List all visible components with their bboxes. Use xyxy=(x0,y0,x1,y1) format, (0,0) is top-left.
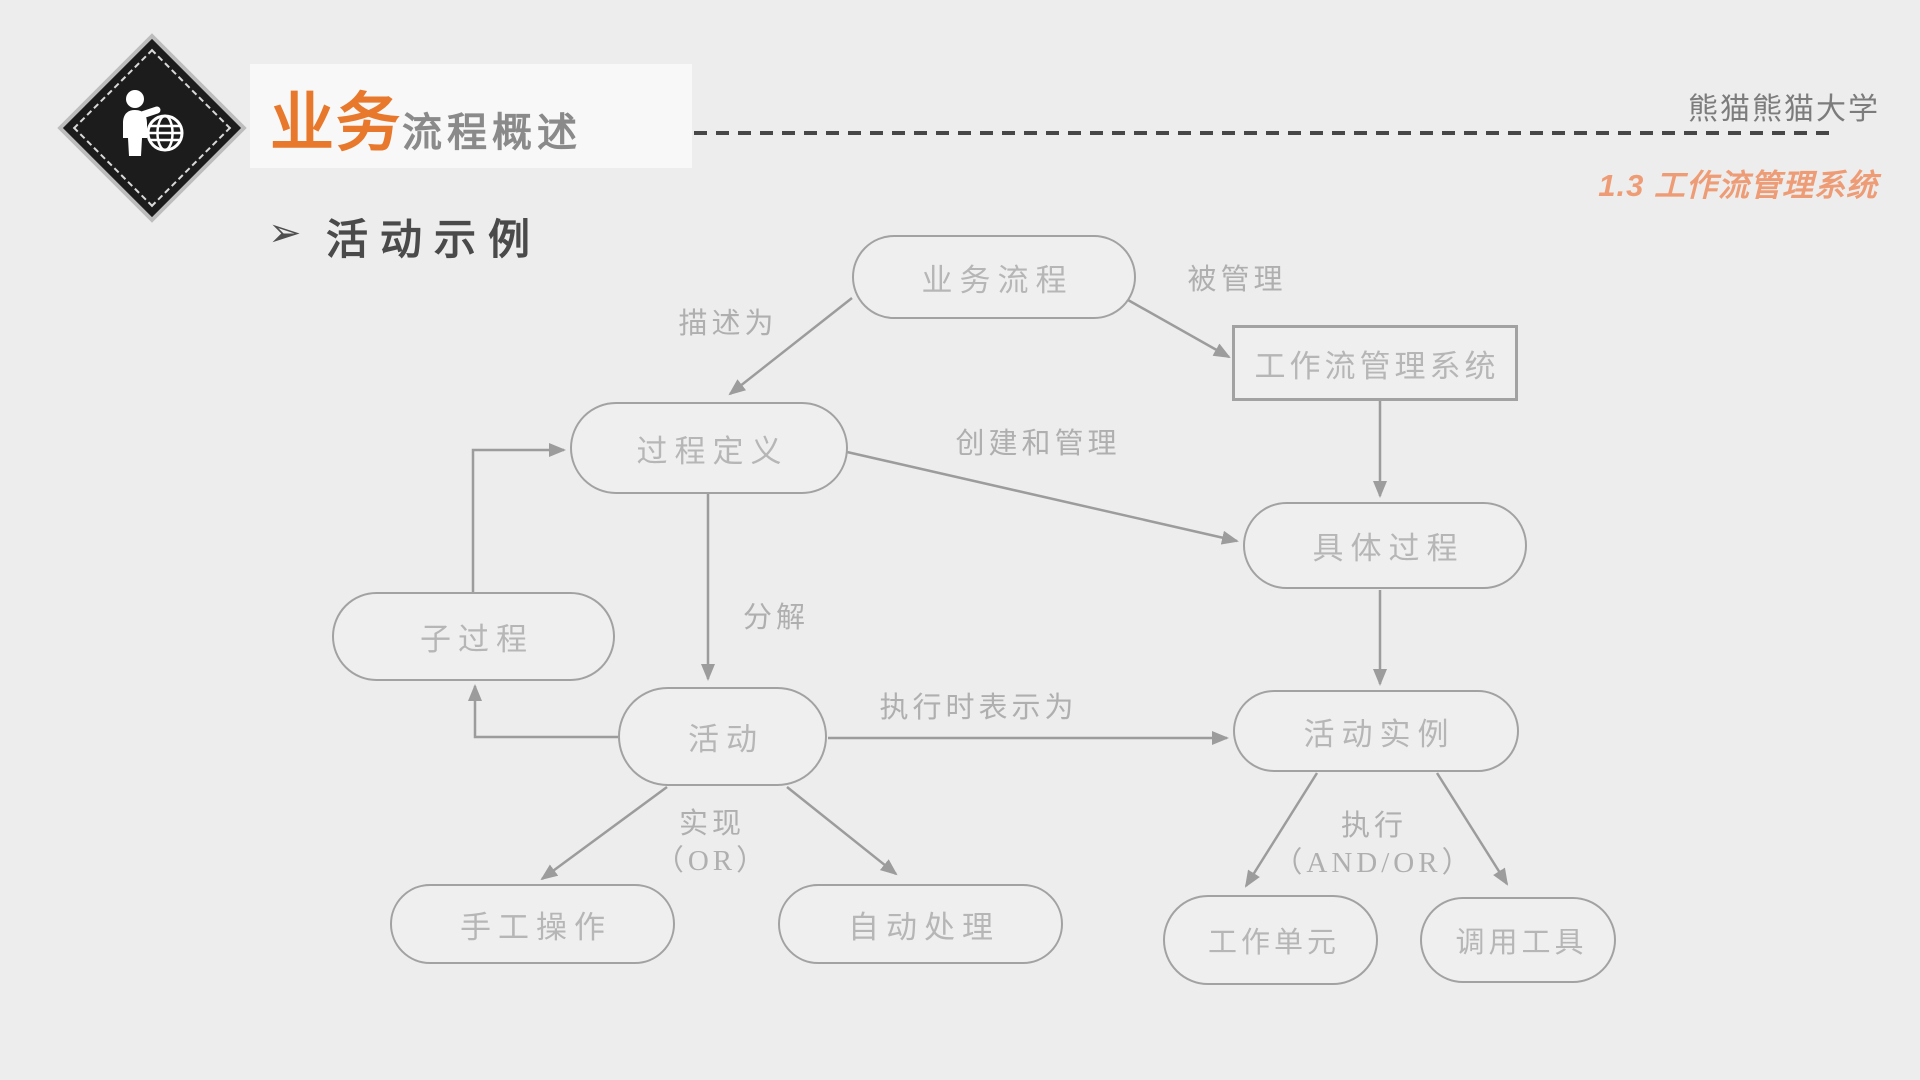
edge-label-described-as: 描述为 xyxy=(678,308,778,340)
node-workflow-management-system: 工作流管理系统 xyxy=(1232,325,1518,401)
node-business-process: 业务流程 xyxy=(852,235,1136,319)
node-sub-process: 子过程 xyxy=(332,592,615,681)
university-name: 熊猫熊猫大学 xyxy=(1688,93,1880,126)
bullet-heading: 活动示例 xyxy=(326,216,543,263)
node-activity: 活动 xyxy=(618,687,827,786)
slide-title-rest: 流程概述 xyxy=(402,111,582,155)
node-invoke-tool: 调用工具 xyxy=(1420,897,1616,983)
edge-activity-to-automatic-processing xyxy=(786,786,898,876)
node-concrete-process: 具体过程 xyxy=(1243,502,1527,589)
edge-label-implement-or: 实现 （OR） xyxy=(654,808,770,878)
edge-sub-process-to-process-definition xyxy=(471,443,566,592)
node-activity-instance: 活动实例 xyxy=(1233,690,1519,772)
node-work-unit: 工作单元 xyxy=(1163,895,1378,985)
edge-label-managed-by: 被管理 xyxy=(1187,264,1287,296)
edge-label-execute-and-or: 执行 （AND/OR） xyxy=(1273,810,1475,880)
edge-process-definition-to-concrete-process xyxy=(846,450,1239,545)
slide-title-accent: 业务 xyxy=(270,87,402,159)
edge-activity-to-sub-process xyxy=(468,684,618,739)
edge-label-decompose: 分解 xyxy=(742,602,809,634)
presenter-globe-icon xyxy=(123,90,184,156)
node-manual-operation: 手工操作 xyxy=(390,884,675,964)
edge-business-process-to-wfms xyxy=(1127,298,1231,359)
edge-label-create-and-manage: 创建和管理 xyxy=(955,428,1121,460)
node-process-definition: 过程定义 xyxy=(570,402,848,494)
slide-logo xyxy=(57,33,247,223)
section-subtitle: 1.3 工作流管理系统 xyxy=(1598,168,1878,203)
bullet-arrow-icon: ➢ xyxy=(268,211,302,255)
title-background-box xyxy=(250,64,692,168)
edge-label-represented-when-executed: 执行时表示为 xyxy=(879,692,1078,724)
node-automatic-processing: 自动处理 xyxy=(778,884,1063,964)
